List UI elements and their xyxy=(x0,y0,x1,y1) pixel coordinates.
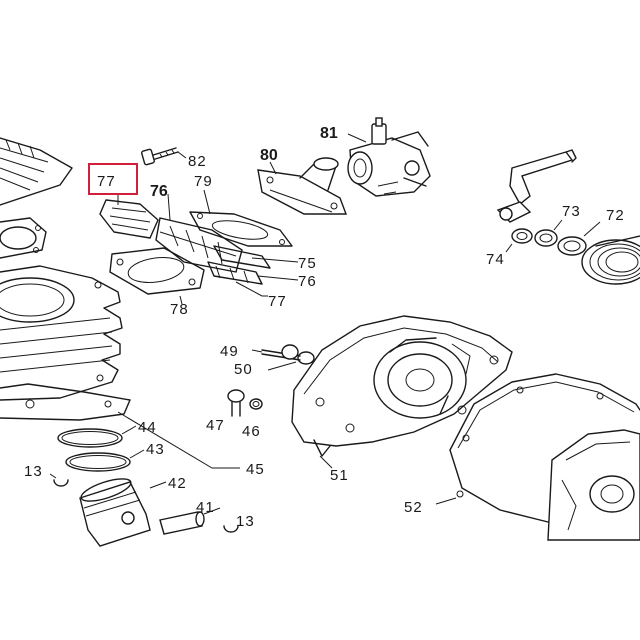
label-52: 52 xyxy=(404,499,423,516)
label-46: 46 xyxy=(242,423,261,440)
label-76-mid: 76 xyxy=(298,273,317,290)
screw-82 xyxy=(141,147,179,166)
washer-50 xyxy=(297,351,315,365)
crankcase-half xyxy=(291,315,513,457)
cylinder-block xyxy=(0,265,123,401)
circlip-bottom xyxy=(223,525,239,533)
intake-manifold xyxy=(257,157,348,215)
screw-47 xyxy=(227,389,245,417)
reed-block-76 xyxy=(155,217,243,273)
circlip-left xyxy=(53,479,69,487)
bolt-49 xyxy=(261,344,301,361)
gasket-79 xyxy=(189,211,293,247)
seal-73 xyxy=(534,229,558,247)
label-43: 43 xyxy=(146,441,165,458)
label-45: 45 xyxy=(246,461,265,478)
washer-72 xyxy=(557,236,587,256)
label-50: 50 xyxy=(234,361,253,378)
carburetor xyxy=(347,117,431,197)
label-73: 73 xyxy=(562,203,581,220)
piston-ring-43 xyxy=(65,452,131,472)
reed-plate-76-lower xyxy=(207,261,263,285)
piston xyxy=(79,478,151,547)
label-42: 42 xyxy=(168,475,187,492)
reed-plate-75 xyxy=(213,245,271,269)
base-gasket xyxy=(0,383,131,421)
head-gasket xyxy=(0,217,47,259)
label-80: 80 xyxy=(260,147,278,164)
label-72: 72 xyxy=(606,207,625,224)
kick-lever xyxy=(496,149,577,223)
label-44: 44 xyxy=(138,419,157,436)
label-13-left: 13 xyxy=(24,463,43,480)
label-77-lower: 77 xyxy=(268,293,287,310)
label-75: 75 xyxy=(298,255,317,272)
crankcase-right-half xyxy=(547,429,640,541)
label-76-top: 76 xyxy=(150,183,168,200)
label-41: 41 xyxy=(196,499,215,516)
kick-spring xyxy=(581,235,640,285)
label-74: 74 xyxy=(486,251,505,268)
crankcase-gasket xyxy=(449,373,640,523)
washer-74 xyxy=(511,228,533,244)
highlight-box xyxy=(88,163,138,195)
label-81: 81 xyxy=(320,125,338,142)
cylinder-head xyxy=(0,137,73,206)
label-77-highlighted: 77 xyxy=(97,173,116,190)
label-79: 79 xyxy=(194,173,213,190)
reed-petals-77 xyxy=(99,199,159,239)
label-49: 49 xyxy=(220,343,239,360)
label-82: 82 xyxy=(188,153,207,170)
intake-gasket-78 xyxy=(109,247,205,295)
label-13-bottom: 13 xyxy=(236,513,255,530)
label-78: 78 xyxy=(170,301,189,318)
washer-46 xyxy=(249,398,263,410)
wrist-pin xyxy=(159,511,205,535)
label-51: 51 xyxy=(330,467,349,484)
piston-ring-44 xyxy=(57,428,123,448)
label-47: 47 xyxy=(206,417,225,434)
